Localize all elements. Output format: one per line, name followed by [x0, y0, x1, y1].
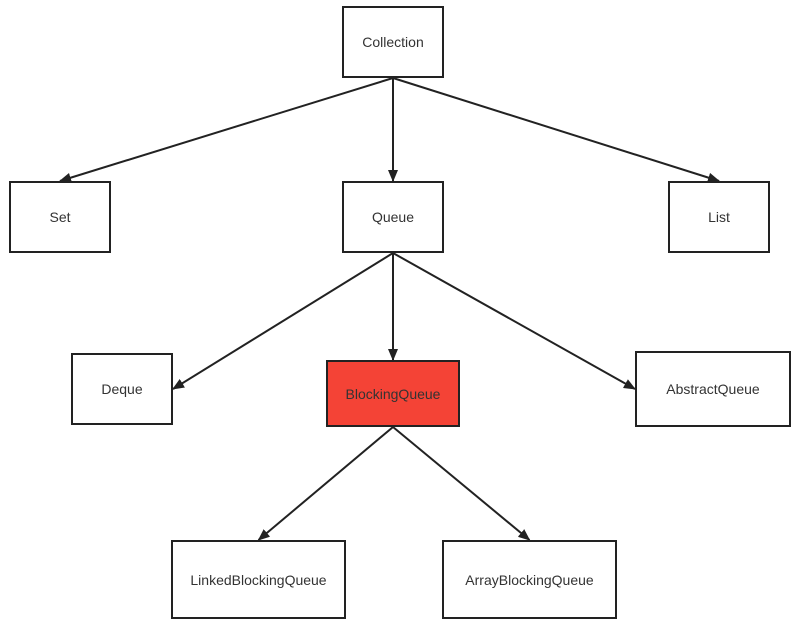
node-linkedblockingqueue: LinkedBlockingQueue — [171, 540, 346, 619]
node-collection: Collection — [342, 6, 444, 78]
edge-collection-to-set — [59, 77, 394, 183]
edge-blockingqueue-to-arrayblockingqueue — [392, 426, 531, 541]
node-list: List — [668, 181, 770, 253]
node-queue-label: Queue — [371, 209, 415, 225]
node-arrayblockingqueue-label: ArrayBlockingQueue — [465, 571, 594, 588]
node-deque-label: Deque — [101, 381, 143, 397]
edge-blockingqueue-to-linkedblockingqueue — [257, 426, 394, 541]
node-linkedblockingqueue-label: LinkedBlockingQueue — [190, 571, 327, 588]
edge-collection-to-list — [392, 77, 720, 183]
node-set-label: Set — [49, 209, 71, 225]
edges-group — [59, 77, 720, 541]
node-queue: Queue — [342, 181, 444, 253]
edge-queue-to-deque — [172, 252, 394, 390]
node-collection-label: Collection — [362, 34, 424, 50]
node-deque: Deque — [71, 353, 173, 425]
edge-queue-to-abstractqueue — [392, 252, 636, 390]
node-list-label: List — [708, 209, 730, 225]
node-arrayblockingqueue: ArrayBlockingQueue — [442, 540, 617, 619]
node-blockingqueue: BlockingQueue — [326, 360, 460, 427]
node-abstractqueue: AbstractQueue — [635, 351, 791, 427]
node-abstractqueue-label: AbstractQueue — [666, 381, 760, 397]
node-set: Set — [9, 181, 111, 253]
node-blockingqueue-label: BlockingQueue — [345, 385, 441, 402]
